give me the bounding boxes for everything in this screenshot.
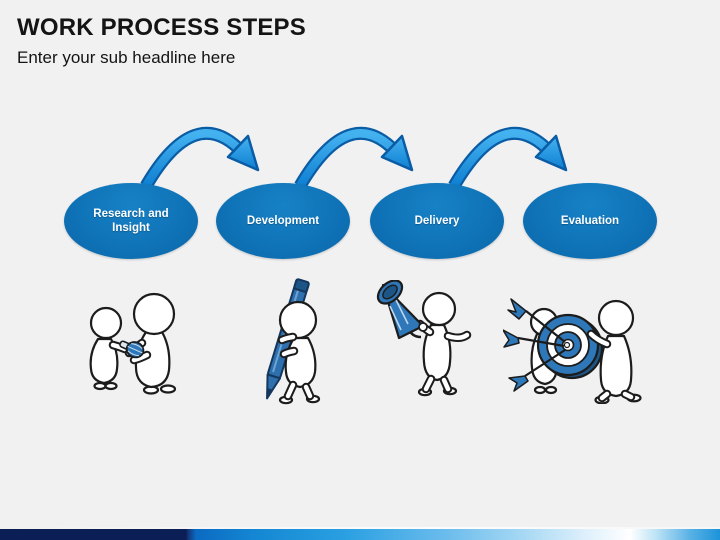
- page-title: WORK PROCESS STEPS: [17, 14, 306, 41]
- person-megaphone-icon: [376, 280, 472, 397]
- step-label: Development: [246, 214, 320, 227]
- step-label: Research and Insight: [93, 207, 169, 234]
- megaphone-icon: [376, 280, 428, 340]
- arrow-step1-to-step2: [146, 133, 258, 186]
- footer-accent-bar: [0, 527, 720, 540]
- step-label: Delivery: [414, 214, 460, 227]
- microphone-icon: [119, 340, 145, 359]
- sub-headline: Enter your sub headline here: [17, 48, 236, 67]
- step-ellipse-research: Research and Insight: [64, 183, 198, 259]
- arrow-step3-to-step4: [454, 133, 566, 186]
- interview-people-icon: [89, 292, 177, 395]
- person-writing-pen-icon: [266, 278, 321, 405]
- people-target-arrows-icon: [503, 298, 642, 404]
- step-ellipse-delivery: Delivery: [370, 183, 504, 259]
- dart-arrows-icon: [503, 298, 571, 392]
- step-ellipse-evaluation: Evaluation: [523, 183, 657, 259]
- step-label: Evaluation: [560, 214, 620, 227]
- arrow-step2-to-step3: [300, 133, 412, 186]
- step-ellipse-development: Development: [216, 183, 350, 259]
